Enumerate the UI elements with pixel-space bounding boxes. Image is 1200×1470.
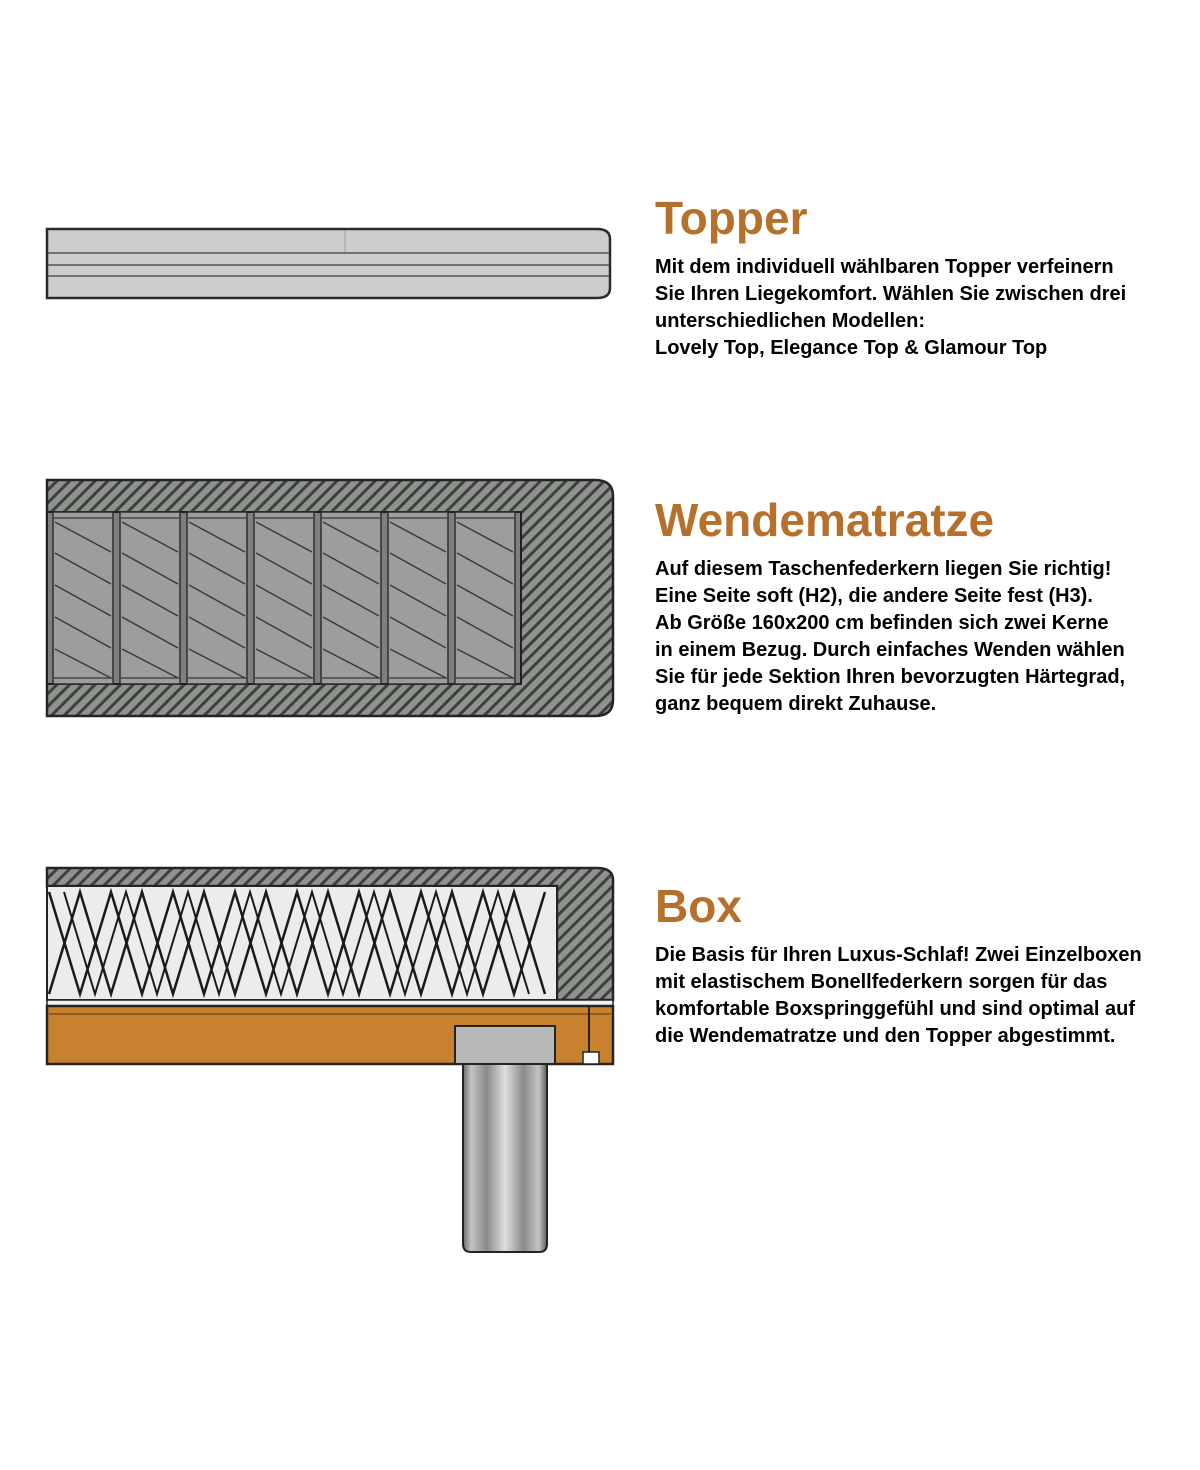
topper-description: Mit dem individuell wählbaren Topper ver… [655, 256, 1127, 360]
bonell-spring-box-cross-section [45, 866, 615, 1253]
leg-mount-plate [454, 1025, 556, 1065]
bed-leg [454, 1025, 556, 1253]
wood-frame-notch [582, 1051, 600, 1065]
topper-cross-section [45, 227, 612, 300]
leg-cylinder [462, 1063, 548, 1253]
wendematratze-description: Auf diesem Taschenfederkern liegen Sie r… [655, 558, 1126, 716]
bonell-springs [47, 887, 547, 999]
topper-heading: Topper [655, 192, 808, 244]
topper-slab [45, 227, 612, 300]
pocket-springs [52, 511, 516, 685]
pocket-spring-mattress-cross-section [45, 478, 615, 718]
box-heading: Box [655, 880, 742, 932]
wendematratze-section-text: Wendematratze Auf diesem Taschenfederker… [655, 496, 1190, 718]
wendematratze-heading: Wendematratze [655, 494, 995, 546]
box-description: Die Basis für Ihren Luxus-Schlaf! Zwei E… [655, 944, 1142, 1048]
topper-section-text: Topper Mit dem individuell wählbaren Top… [655, 194, 1190, 362]
box-section-text: Box Die Basis für Ihren Luxus-Schlaf! Zw… [655, 882, 1190, 1050]
